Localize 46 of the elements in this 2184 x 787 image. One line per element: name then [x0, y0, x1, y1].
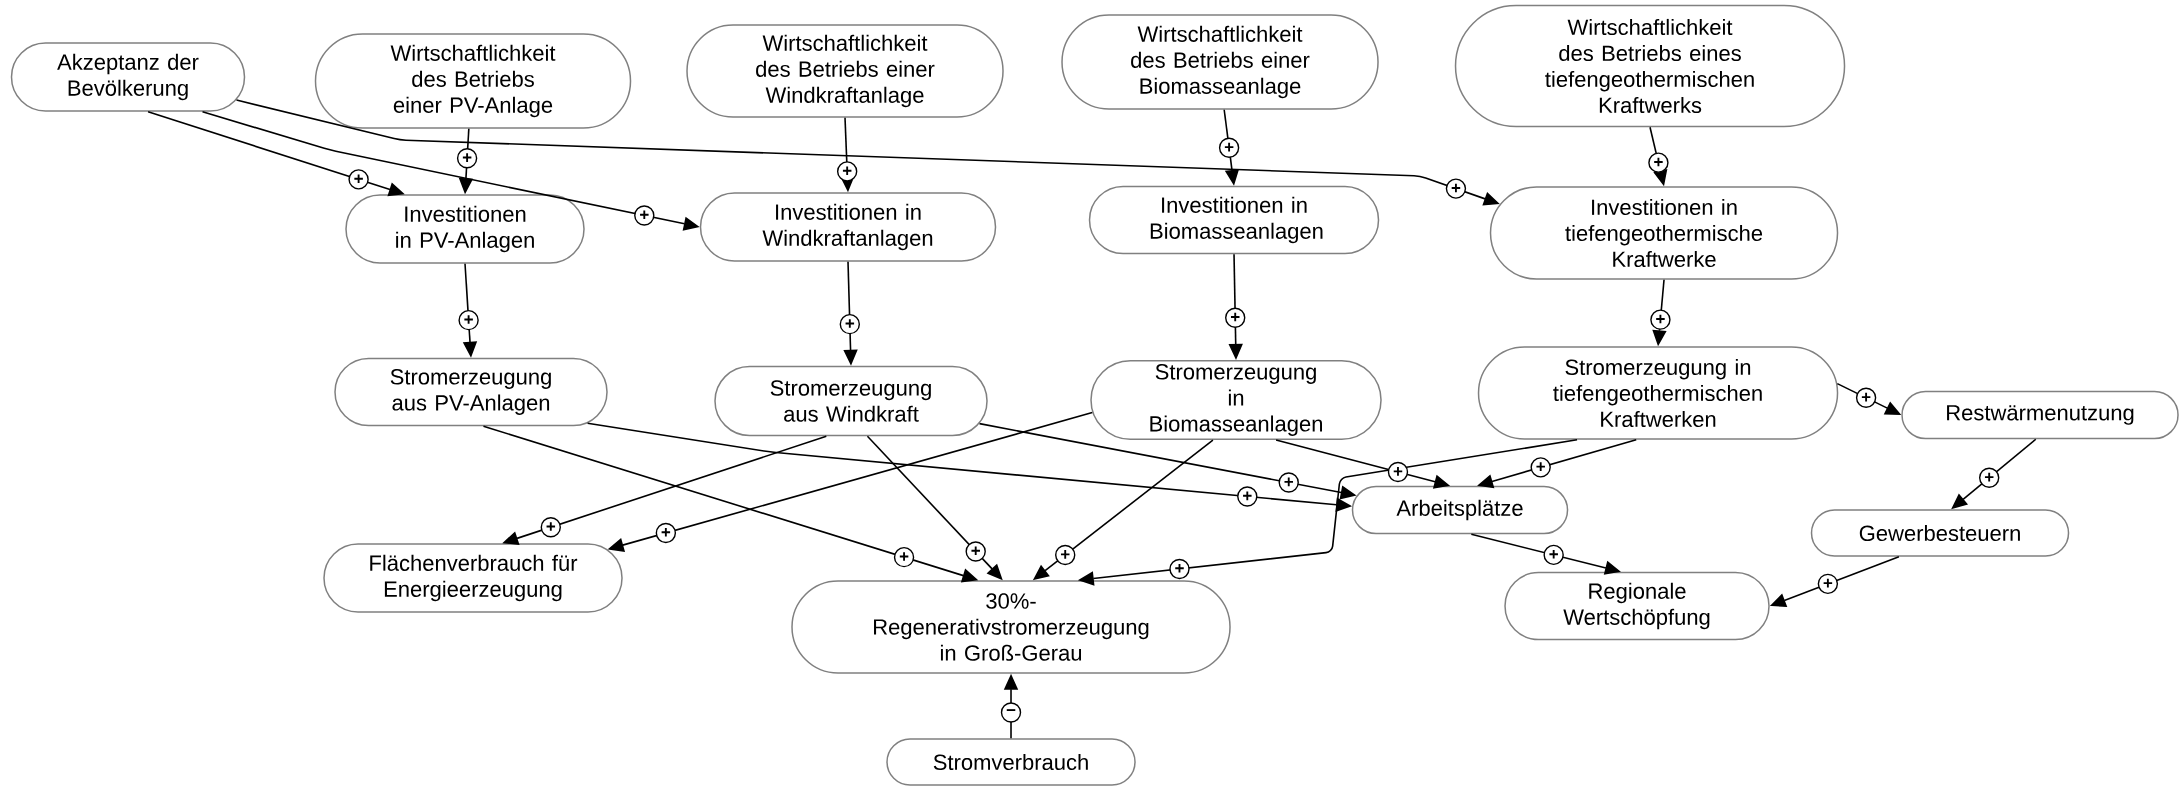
edge-label: +: [1175, 563, 1184, 573]
rounded-box: Wirtschaftlichkeit des Betriebs einer Windkraftanlage: [686, 24, 1004, 118]
edge-label: +: [1654, 157, 1663, 167]
rounded-box: Wirtschaftlichkeit des Betriebs eines tiefengeothermischen Kraftwerks: [1454, 4, 1846, 128]
edge-label: +: [1861, 392, 1871, 402]
rounded-box: Arbeitsplätze: [1351, 485, 1569, 535]
rounded-box: Investitionen in Windkraftanlagen: [699, 192, 997, 262]
rounded-box: Flächenverbrauch für Energieerzeugung: [323, 543, 623, 613]
rounded-box: Stromerzeugung aus PV-Anlagen: [334, 357, 608, 427]
edge-label: +: [1230, 312, 1240, 322]
edge-label: +: [1451, 183, 1461, 193]
edge-label: +: [971, 546, 980, 556]
rounded-box: Investitionen in Biomasseanlagen: [1088, 185, 1380, 255]
edge-label: +: [1823, 578, 1833, 588]
edge-label: +: [661, 527, 671, 537]
rounded-box: Stromerzeugung in tiefengeothermischen Kraftwerken: [1477, 346, 1839, 440]
edge-label: +: [1393, 467, 1403, 476]
rounded-box: Wirtschaftlichkeit des Betriebs einer PV-Anlage: [314, 33, 632, 129]
rounded-box: 30%-Regenerativstromerzeugung in Groß-Gerau: [791, 580, 1231, 674]
rounded-box: Gewerbesteuern: [1810, 509, 2070, 557]
edge-label: +: [464, 315, 473, 324]
rounded-box: Stromerzeugung in Biomasseanlagen: [1090, 359, 1382, 441]
edge-label: +: [845, 319, 855, 328]
edge-label: +: [462, 153, 472, 162]
edge-label: +: [899, 552, 909, 561]
rounded-box: Restwärmenutzung: [1901, 390, 2179, 440]
rounded-box: Wirtschaftlichkeit des Betriebs einer Biomasseanlage: [1061, 14, 1379, 110]
edge-label: +: [1243, 491, 1252, 501]
edge-label: +: [640, 210, 649, 220]
edge-label: −: [1006, 709, 1016, 712]
edge-label: +: [354, 174, 363, 184]
edge-label: +: [842, 166, 852, 176]
edge-label: +: [1061, 550, 1070, 559]
edge-label: +: [1284, 477, 1293, 487]
rounded-box: Investitionen in tiefengeothermische Kraftwerke: [1489, 186, 1839, 280]
edge-label: +: [1224, 142, 1234, 152]
rounded-box: Akzeptanz der Bevölkerung: [10, 42, 246, 112]
rounded-box: Regionale Wertschöpfung: [1504, 571, 1770, 641]
edge-label: +: [1549, 549, 1558, 559]
rounded-box: Stromerzeugung aus Windkraft: [714, 365, 988, 437]
edge-label: +: [1536, 462, 1545, 471]
edge-label: +: [546, 522, 556, 531]
rounded-box: Stromverbrauch: [886, 738, 1136, 786]
edge-label: +: [1656, 314, 1665, 324]
rounded-box: Investitionen in PV-Anlagen: [345, 194, 585, 264]
edge-label: +: [1984, 472, 1994, 482]
